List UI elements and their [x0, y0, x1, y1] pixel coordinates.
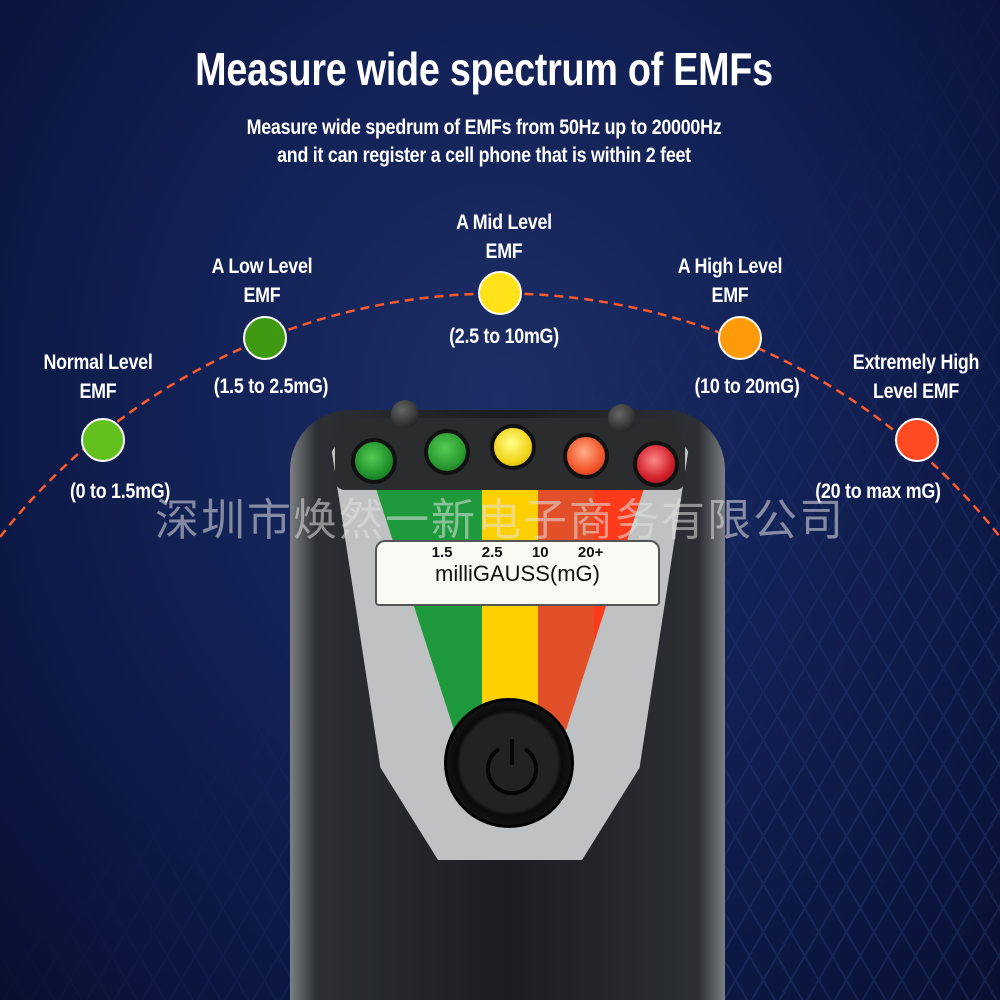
level-range-extreme: (20 to max mG): [815, 480, 941, 503]
level-range-low: (1.5 to 2.5mG): [213, 375, 329, 398]
level-dot-low: [243, 316, 287, 360]
level-range-normal: (0 to 1.5mG): [69, 480, 171, 503]
led-yellow: [490, 424, 536, 470]
page-title: Measure wide spectrum of EMFs: [195, 43, 773, 95]
scale-unit: milliGAUSS(mG): [435, 561, 600, 586]
power-icon: [486, 739, 538, 796]
level-dot-mid: [478, 271, 522, 315]
watermark: 深圳市焕然一新电子商务有限公司: [155, 495, 845, 546]
antenna-nub: [391, 400, 419, 428]
level-range-mid: (2.5 to 10mG): [449, 325, 559, 348]
level-dot-extreme: [895, 418, 939, 462]
led-green-1: [351, 438, 397, 484]
led-orange: [563, 433, 609, 479]
scale-tick: 1.5: [431, 544, 453, 561]
scale-tick: 10: [531, 544, 549, 561]
milligauss-scale: 1.5 2.5 10 20+ milliGAUSS(mG): [375, 540, 660, 606]
level-range-high: (10 to 20mG): [694, 375, 800, 398]
scale-tick: 2.5: [481, 544, 503, 561]
led-red: [633, 441, 679, 487]
power-button[interactable]: [444, 698, 574, 828]
scale-tick: 20+: [577, 544, 604, 561]
level-dot-normal: [81, 418, 125, 462]
subtitle-line-1: Measure wide spedrum of EMFs from 50Hz u…: [246, 116, 722, 139]
level-dot-high: [718, 316, 762, 360]
antenna-nub: [608, 404, 636, 432]
led-green-2: [424, 429, 470, 475]
subtitle-line-2: and it can register a cell phone that is…: [277, 144, 691, 167]
